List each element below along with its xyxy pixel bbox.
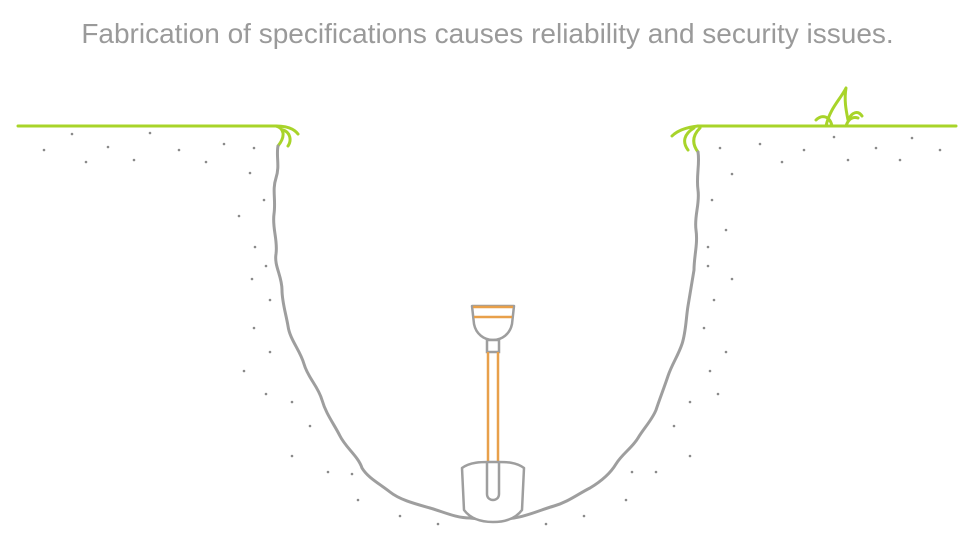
- right-ground: [670, 86, 958, 154]
- left-ground-line: [16, 124, 300, 136]
- grass-sprout-icon: [814, 86, 864, 128]
- right-grass-tuft-icon: [670, 124, 702, 154]
- shovel-grip: [470, 304, 516, 342]
- shovel-blade: [460, 460, 526, 524]
- left-grass-tuft-icon: [274, 124, 292, 148]
- shovel-collar: [485, 338, 501, 354]
- shovel-icon: [460, 304, 526, 524]
- caption-text: Fabrication of specifications causes rel…: [81, 18, 894, 49]
- shovel-socket: [485, 462, 501, 502]
- left-ground: [16, 124, 300, 148]
- soil-dots: [42, 131, 942, 526]
